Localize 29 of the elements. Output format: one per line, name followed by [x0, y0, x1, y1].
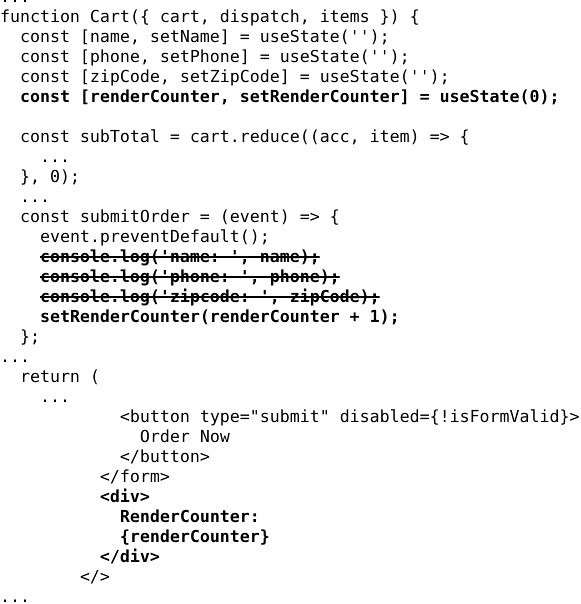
- code-line: const [name, setName] = useState('');: [20, 27, 390, 47]
- code-line: const [zipCode, setZipCode] = useState('');: [20, 67, 450, 87]
- code-line: </form>: [100, 467, 170, 487]
- code-line: <div>: [100, 487, 150, 507]
- code-line: const [phone, setPhone] = useState('');: [20, 47, 410, 67]
- code-line: ...: [0, 587, 30, 604]
- code-line: function Cart({ cart, dispatch, items }) {: [0, 7, 420, 27]
- code-line: const submitOrder = (event) => {: [20, 207, 340, 227]
- code-line: ...: [0, 347, 30, 367]
- code-line: </>: [80, 567, 110, 587]
- code-line: setRenderCounter(renderCounter + 1);: [40, 307, 400, 327]
- code-line: }, 0);: [20, 167, 80, 187]
- code-line: {renderCounter}: [120, 527, 270, 547]
- code-line: ...: [40, 387, 70, 407]
- code-line: ...: [40, 147, 70, 167]
- struck-code-line: console.log('phone: ', phone);: [40, 267, 340, 287]
- struck-code-line: console.log('name: ', name);: [40, 247, 320, 267]
- code-line: </button>: [120, 447, 210, 467]
- code-line: </div>: [100, 547, 160, 567]
- code-line: ...: [20, 187, 50, 207]
- code-line: RenderCounter:: [120, 507, 260, 527]
- code-line: event.preventDefault();: [40, 227, 270, 247]
- code-line: const [renderCounter, setRenderCounter] = useState(0);: [20, 87, 560, 107]
- struck-code-line: console.log('zipcode: ', zipCode);: [40, 287, 380, 307]
- code-line: };: [20, 327, 40, 347]
- code-line: return (: [20, 367, 100, 387]
- code-line: const subTotal = cart.reduce((acc, item) => {: [20, 127, 470, 147]
- code-line: <button type="submit" disabled={!isFormValid}>: [120, 407, 580, 427]
- code-line: Order Now: [140, 427, 230, 447]
